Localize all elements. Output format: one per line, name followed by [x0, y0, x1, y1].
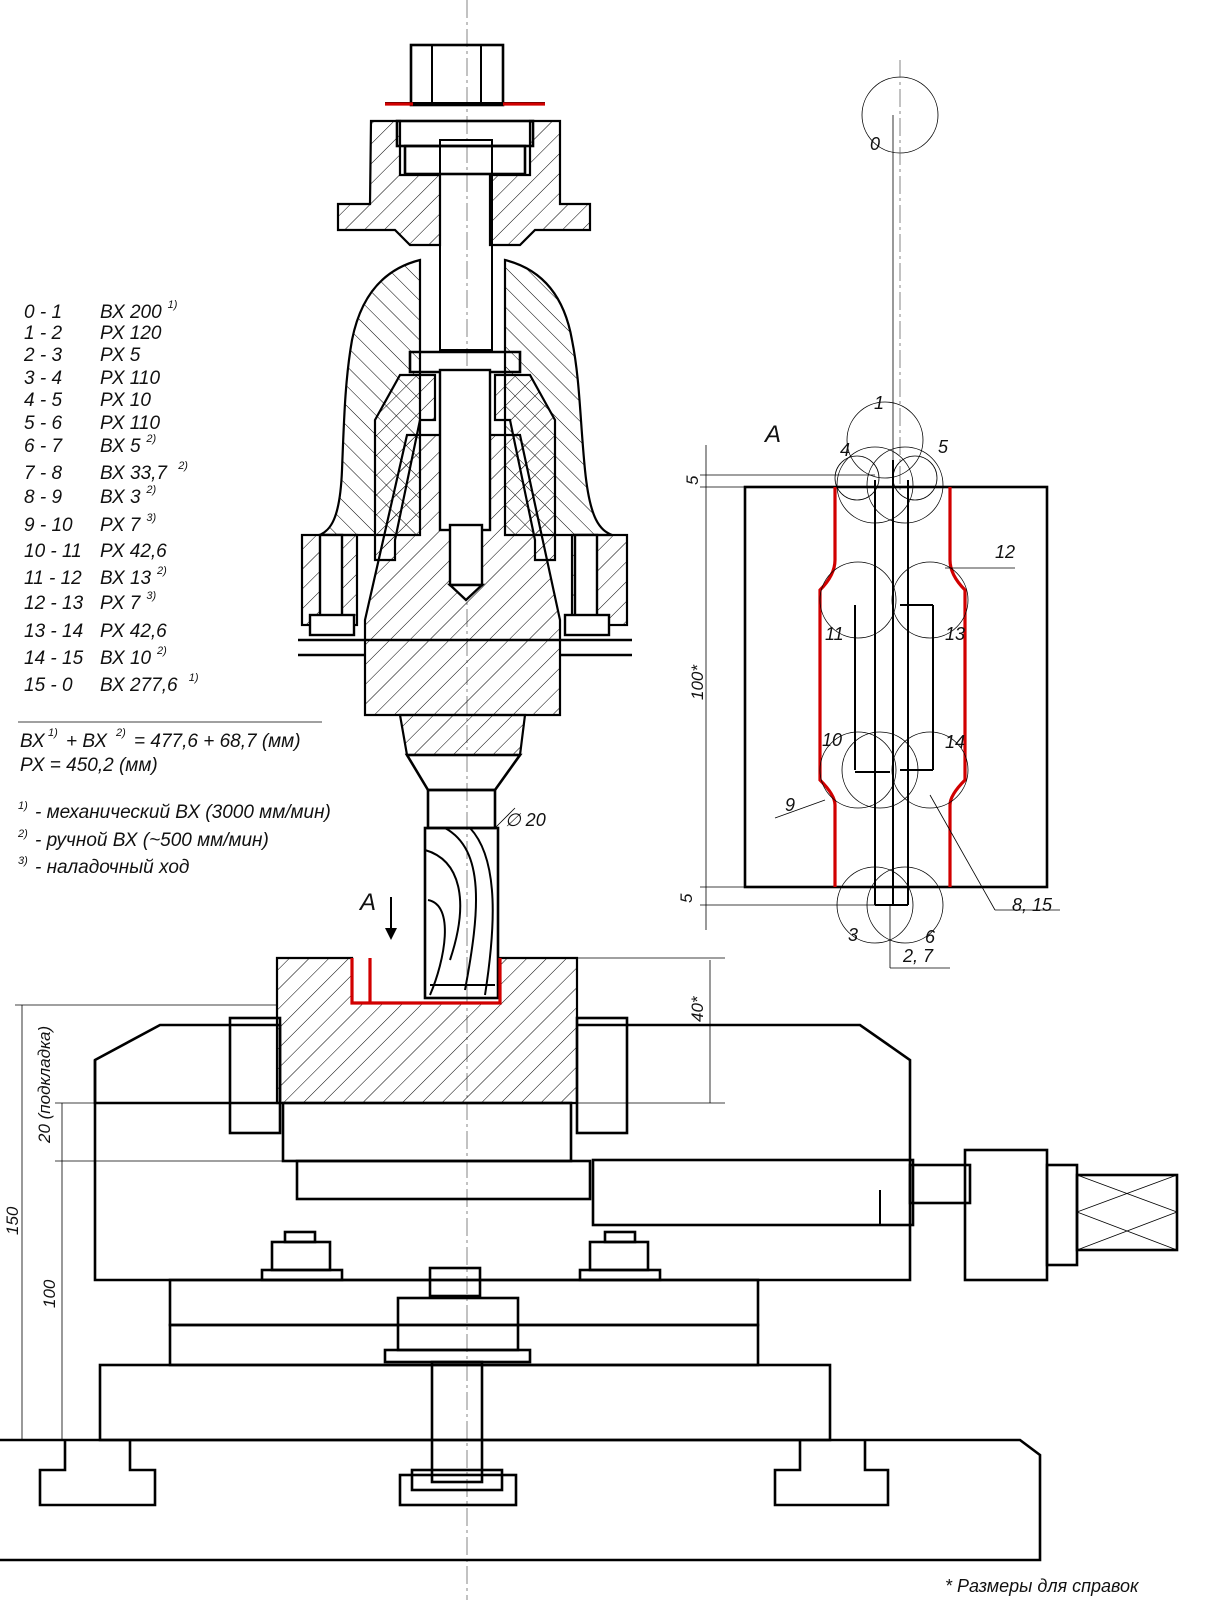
move-operation: РХ 7	[100, 593, 142, 614]
point-0: 0	[870, 134, 880, 154]
dim-bottom-5: 5	[677, 893, 696, 903]
dim-40: 40*	[688, 995, 707, 1022]
footnote-text: - ручной ВХ (~500 мм/мин)	[35, 830, 269, 851]
move-range: 5 - 6	[24, 413, 62, 434]
move-range: 1 - 2	[24, 323, 62, 344]
move-note: 1)	[189, 672, 199, 684]
move-range: 11 - 12	[24, 568, 82, 589]
move-operation: РХ 7	[100, 515, 142, 536]
move-operation: ВХ 33,7	[100, 463, 168, 484]
move-note: 2)	[156, 645, 167, 657]
point-11: 11	[825, 624, 844, 644]
move-range: 14 - 15	[24, 648, 84, 669]
point-5: 5	[938, 437, 949, 457]
move-range: 7 - 8	[24, 463, 62, 484]
point-6: 6	[925, 927, 936, 947]
move-operation: ВХ 3	[100, 487, 141, 508]
move-range: 6 - 7	[24, 436, 63, 457]
move-note: 2)	[145, 484, 156, 496]
move-operation: ВХ 5	[100, 436, 141, 457]
move-operation: РХ 110	[100, 413, 160, 434]
move-operation: ВХ 13	[100, 568, 152, 589]
move-range: 3 - 4	[24, 368, 62, 389]
totals-px: РХ = 450,2 (мм)	[20, 755, 158, 776]
move-range: 10 - 11	[24, 541, 82, 562]
move-operation: РХ 5	[100, 345, 141, 366]
move-operation: РХ 120	[100, 323, 162, 344]
left-dimensions	[15, 960, 711, 1440]
footnote-mark: 2)	[17, 828, 28, 840]
dim-150: 150	[3, 1206, 22, 1235]
footnotes: 1) - механический ВХ (3000 мм/мин) 2) - руч…	[17, 800, 331, 878]
totals-bx-a: ВХ	[20, 731, 46, 752]
moves-table: 0 - 1 ВХ 200 1) 1 - 2 РХ 120 2 - 3 РХ 5 3 - 4 РХ…	[23, 299, 199, 696]
footer-note: * Размеры для справок	[945, 1576, 1140, 1596]
move-range: 4 - 5	[24, 390, 62, 411]
totals-bx-a-note: 1)	[48, 727, 58, 739]
end-mill	[423, 826, 500, 1000]
totals-bx-value: = 477,6 + 68,7 (мм)	[134, 731, 301, 752]
point-12: 12	[995, 542, 1015, 562]
point-13: 13	[945, 624, 965, 644]
view-a-title: A	[763, 421, 781, 448]
move-operation: РХ 10	[100, 390, 151, 411]
move-range: 8 - 9	[24, 487, 62, 508]
dim-100-base: 100	[40, 1279, 59, 1308]
move-note: 1)	[168, 299, 178, 311]
move-note: 2)	[156, 565, 167, 577]
move-operation: РХ 42,6	[100, 541, 167, 562]
point-9: 9	[785, 795, 795, 815]
point-4: 4	[840, 440, 850, 460]
move-note: 3)	[146, 590, 156, 602]
machine-vise	[0, 1016, 1179, 1562]
spindle-assembly	[298, 0, 632, 1600]
move-operation: ВХ 10	[100, 648, 152, 669]
move-range: 12 - 13	[24, 593, 84, 614]
dim-100: 100*	[688, 664, 707, 700]
move-operation: РХ 42,6	[100, 621, 167, 642]
move-note: 3)	[146, 512, 156, 524]
move-range: 2 - 3	[23, 345, 62, 366]
point-8-15: 8, 15	[1012, 895, 1053, 915]
move-operation: ВХ 277,6	[100, 675, 178, 696]
move-operation: ВХ 200	[100, 302, 162, 323]
move-note: 2)	[177, 460, 188, 472]
move-range: 0 - 1	[24, 302, 62, 323]
dim-top-5: 5	[683, 475, 702, 485]
totals-bx-b: + ВХ	[66, 731, 108, 752]
point-10: 10	[822, 730, 842, 750]
view-a	[700, 60, 1060, 969]
point-3: 3	[848, 925, 858, 945]
point-1: 1	[874, 393, 884, 413]
footnote-text: - наладочный ход	[35, 857, 189, 878]
move-range: 15 - 0	[24, 675, 73, 696]
view-a-arrow-label: A	[358, 889, 376, 916]
workpiece	[275, 956, 725, 1105]
footnote-mark: 3)	[18, 855, 28, 867]
move-range: 9 - 10	[24, 515, 73, 536]
point-2-7: 2, 7	[902, 946, 934, 966]
dim-20-spacer: 20 (подкладка)	[35, 1026, 54, 1144]
move-note: 2)	[145, 433, 156, 445]
footnote-mark: 1)	[18, 800, 28, 812]
footnote-text: - механический ВХ (3000 мм/мин)	[35, 802, 331, 823]
move-operation: РХ 110	[100, 368, 160, 389]
point-14: 14	[945, 732, 965, 752]
dim-diameter: ∅ 20	[505, 810, 546, 830]
totals-bx-b-note: 2)	[115, 727, 126, 739]
move-range: 13 - 14	[24, 621, 83, 642]
